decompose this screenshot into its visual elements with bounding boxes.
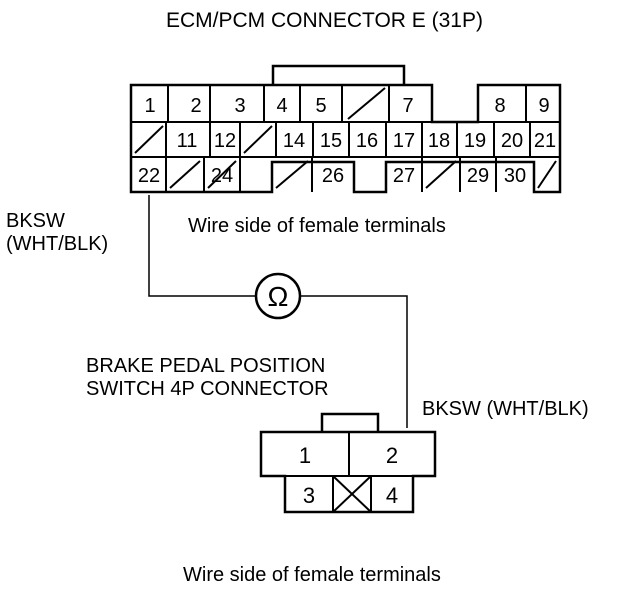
ecm-pin-22: 22 bbox=[138, 165, 160, 187]
ohmmeter-symbol bbox=[254, 272, 302, 320]
switch-pin-2: 2 bbox=[386, 443, 398, 468]
bksw-left-label-line2: (WHT/BLK) bbox=[6, 233, 108, 255]
switch-pin-1: 1 bbox=[299, 443, 311, 468]
ecm-pin-2: 2 bbox=[190, 95, 201, 117]
switch-caption: Wire side of female terminals bbox=[183, 564, 441, 586]
switch-terminal-numbers: 1 2 3 4 bbox=[299, 443, 398, 508]
ecm-pin-15: 15 bbox=[320, 130, 342, 152]
switch-pin-4: 4 bbox=[386, 483, 398, 508]
ecm-pin-7: 7 bbox=[402, 95, 413, 117]
ohm-symbol: Ω bbox=[268, 281, 289, 312]
ecm-pin-4: 4 bbox=[276, 95, 287, 117]
ecm-pin-9: 9 bbox=[538, 95, 549, 117]
switch-name-line2: SWITCH 4P CONNECTOR bbox=[86, 378, 329, 400]
diagram-title: ECM/PCM CONNECTOR E (31P) bbox=[166, 9, 483, 32]
switch-pin-3: 3 bbox=[303, 483, 315, 508]
ecm-pin-19: 19 bbox=[464, 130, 486, 152]
ecm-pin-20: 20 bbox=[501, 130, 523, 152]
ecm-connector-grid bbox=[131, 85, 560, 192]
ecm-pin-8: 8 bbox=[494, 95, 505, 117]
bksw-left-label-line1: BKSW bbox=[6, 210, 65, 232]
ecm-pin-27: 27 bbox=[393, 165, 415, 187]
bksw-right-label: BKSW (WHT/BLK) bbox=[422, 398, 589, 420]
ecm-pin-3: 3 bbox=[234, 95, 245, 117]
ecm-connector bbox=[129, 64, 562, 194]
ecm-pin-24: 24 bbox=[211, 165, 233, 187]
ecm-pin-26: 26 bbox=[322, 165, 344, 187]
ecm-pin-29: 29 bbox=[467, 165, 489, 187]
switch-connector-grid bbox=[285, 432, 413, 513]
ecm-pin-17: 17 bbox=[393, 130, 415, 152]
ecm-pin-5: 5 bbox=[315, 95, 326, 117]
ecm-caption: Wire side of female terminals bbox=[188, 215, 446, 237]
ecm-pin-18: 18 bbox=[428, 130, 450, 152]
ecm-pin-14: 14 bbox=[283, 130, 305, 152]
ecm-pin-21: 21 bbox=[534, 130, 556, 152]
ecm-pin-12: 12 bbox=[214, 130, 236, 152]
ecm-pin-1: 1 bbox=[144, 95, 155, 117]
ecm-terminal-numbers: 1 2 3 4 5 7 8 9 11 12 14 15 16 17 18 19 … bbox=[138, 95, 556, 187]
ecm-pin-16: 16 bbox=[356, 130, 378, 152]
ecm-pin-11: 11 bbox=[177, 130, 198, 152]
test-wire bbox=[148, 195, 408, 428]
ecm-pin-30: 30 bbox=[504, 165, 526, 187]
switch-connector bbox=[259, 412, 437, 514]
switch-name-line1: BRAKE PEDAL POSITION bbox=[86, 355, 325, 377]
